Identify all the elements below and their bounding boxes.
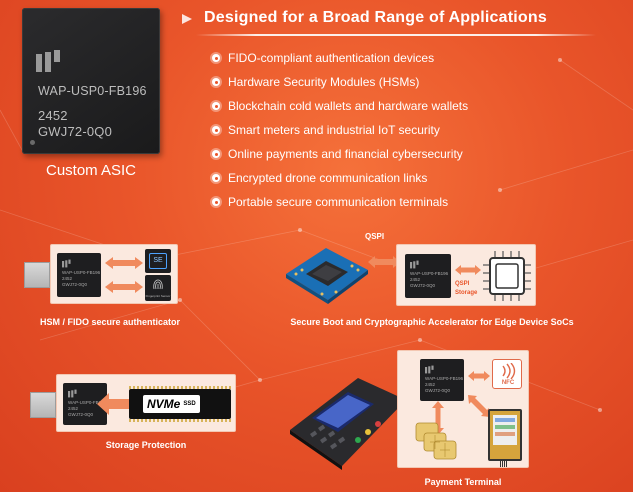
bidirectional-arrow-icon xyxy=(468,395,490,417)
screen-content xyxy=(493,415,517,445)
heading-underline xyxy=(196,34,596,36)
qspi-chip-label: QSPI xyxy=(455,281,470,287)
secure-element-chip: SE xyxy=(145,249,171,273)
bullet-icon xyxy=(212,54,220,62)
bullet-icon xyxy=(212,126,220,134)
bullet-icon xyxy=(212,198,220,206)
nvme-label: NVMe xyxy=(147,397,181,411)
page-heading: Designed for a Broad Range of Applicatio… xyxy=(204,9,547,26)
hsm-caption: HSM / FIDO secure authenticator xyxy=(39,317,181,327)
asic-chip-image: WAP-USP0-FB196 2452 GWJ72-0Q0 xyxy=(22,8,160,154)
nfc-module: NFC xyxy=(492,359,522,389)
asic-lot-code: GWJ72-0Q0 xyxy=(38,124,113,139)
bidirectional-arrow-icon xyxy=(105,257,143,269)
processor-chip-icon xyxy=(483,251,531,301)
nvme-ssd-card: NVMe SSD xyxy=(129,386,231,422)
bidirectional-arrow-icon xyxy=(468,371,490,381)
list-item: FIDO-compliant authentication devices xyxy=(212,50,468,74)
fingerprint-sensor: Fingerprint Sensor xyxy=(145,275,171,301)
ssd-contacts-bottom xyxy=(129,419,231,422)
nfc-label: NFC xyxy=(501,380,515,386)
payment-caption: Payment Terminal xyxy=(424,477,502,487)
company-logo-icon xyxy=(410,260,419,269)
bullet-icon xyxy=(212,102,220,110)
list-item: Portable secure communication terminals xyxy=(212,194,468,218)
list-item: Blockchain cold wallets and hardware wal… xyxy=(212,98,468,122)
company-logo-icon xyxy=(425,365,434,374)
qspi-top-label: QSPI xyxy=(365,232,385,241)
list-item: Online payments and financial cybersecur… xyxy=(212,146,468,170)
application-list: FIDO-compliant authentication devices Ha… xyxy=(212,50,468,218)
usb-connector xyxy=(24,262,50,288)
company-logo-icon xyxy=(36,50,60,72)
secure-boot-caption: Secure Boot and Cryptographic Accelerato… xyxy=(290,317,574,327)
list-item: Encrypted drone communication links xyxy=(212,170,468,194)
ssd-contacts-top xyxy=(129,386,231,389)
asic-caption: Custom ASIC xyxy=(45,162,137,179)
bidirectional-arrow-icon xyxy=(97,393,147,415)
storage-chip-label: Storage xyxy=(455,290,478,296)
bullet-icon xyxy=(212,150,220,158)
bidirectional-arrow-icon xyxy=(455,265,481,275)
ssd-suffix-label: SSD xyxy=(183,401,196,407)
bidirectional-arrow-icon xyxy=(368,256,400,268)
bidirectional-arrow-icon xyxy=(105,281,143,293)
soc-board-image xyxy=(286,248,368,304)
list-item: Hardware Security Modules (HSMs) xyxy=(212,74,468,98)
display-screen xyxy=(488,409,522,467)
asic-part-number: WAP-USP0-FB196 xyxy=(38,84,147,98)
fingerprint-icon xyxy=(153,279,163,290)
heading-accent-icon xyxy=(182,14,192,24)
bidirectional-arrow-icon xyxy=(432,401,444,435)
se-label: SE xyxy=(149,253,167,269)
company-logo-icon xyxy=(68,389,77,398)
payment-terminal-image xyxy=(290,378,406,470)
bullet-icon xyxy=(212,78,220,86)
sim-card-icon xyxy=(415,422,457,460)
screen-connector xyxy=(500,459,508,467)
list-item: Smart meters and industrial IoT security xyxy=(212,122,468,146)
usb-connector xyxy=(30,392,56,418)
nfc-icon xyxy=(502,363,516,379)
asic-date-code: 2452 xyxy=(38,108,68,123)
fingerprint-label: Fingerprint Sensor xyxy=(145,294,171,298)
pin1-marker xyxy=(30,140,35,145)
storage-caption: Storage Protection xyxy=(105,440,187,450)
bullet-icon xyxy=(212,174,220,182)
company-logo-icon xyxy=(62,259,71,268)
ssd-label: NVMe SSD xyxy=(143,395,200,413)
